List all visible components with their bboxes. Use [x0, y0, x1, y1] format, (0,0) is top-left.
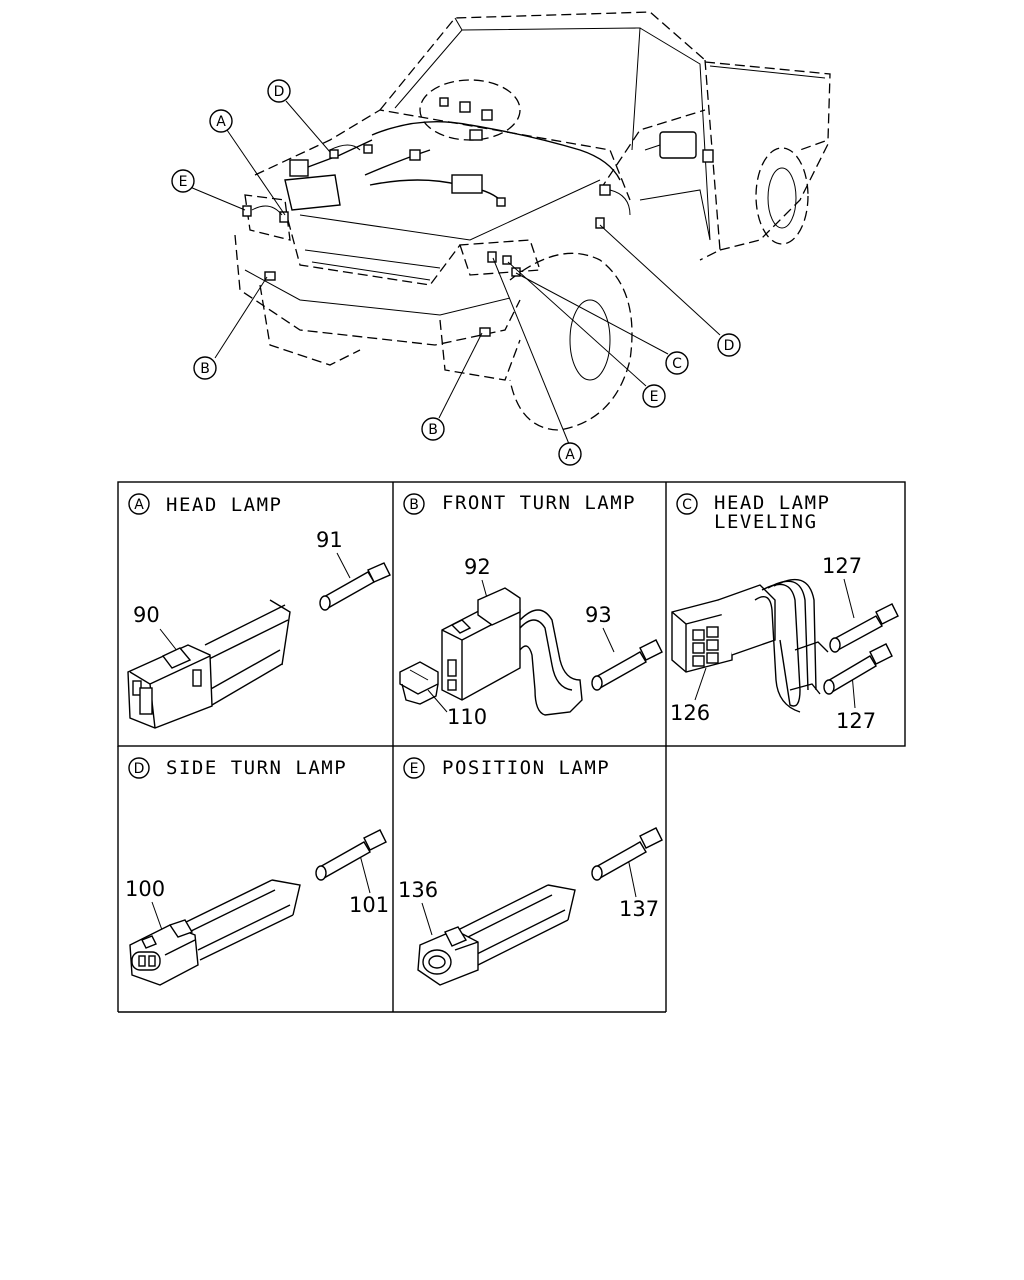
svg-text:B: B	[428, 422, 438, 438]
part-number-93: 93	[585, 603, 612, 627]
part-number-92: 92	[464, 555, 491, 579]
part-number-136: 136	[398, 878, 438, 902]
part-number-110: 110	[447, 705, 487, 729]
terminal-137	[591, 827, 663, 881]
terminal-91	[319, 562, 391, 611]
connector-92	[441, 587, 521, 701]
connector-136	[417, 926, 479, 986]
panel-title-line2: LEVELING	[714, 511, 818, 533]
svg-text:B: B	[409, 497, 419, 513]
terminal-127-top	[829, 603, 899, 653]
callout-bubble-a-top: A	[209, 109, 233, 133]
terminal-127-bottom	[823, 643, 893, 695]
part-number-126: 126	[670, 701, 710, 725]
svg-text:A: A	[216, 114, 226, 130]
svg-text:D: D	[274, 84, 285, 100]
panel-title: SIDE TURN LAMP	[166, 757, 347, 779]
svg-text:B: B	[200, 361, 210, 377]
part-number-127-bottom: 127	[836, 709, 876, 733]
part-number-100: 100	[125, 877, 165, 901]
part-number-91: 91	[316, 528, 343, 552]
callout-bubble-e-right: E	[642, 384, 666, 408]
panel-title: POSITION LAMP	[442, 757, 610, 779]
part-number-127-top: 127	[822, 554, 862, 578]
svg-text:A: A	[134, 497, 144, 513]
svg-text:A: A	[565, 447, 575, 463]
svg-text:E: E	[650, 389, 659, 405]
clip-110	[399, 661, 439, 705]
svg-text:D: D	[134, 761, 145, 777]
panel-position-lamp: E POSITION LAMP 136 137	[398, 757, 663, 986]
callout-bubble-b-center: B	[421, 417, 445, 441]
panel-grid	[117, 481, 906, 1013]
connector-126	[671, 584, 776, 673]
panel-title: HEAD LAMP	[166, 494, 282, 516]
callout-bubble-e-left: E	[171, 169, 195, 193]
panel-head-lamp-leveling: C HEAD LAMP LEVELING 127 126 127	[670, 492, 899, 733]
callout-bubble-d-right: D	[717, 333, 741, 357]
truck-illustration	[234, 11, 831, 431]
callout-bubble-a-bottom: A	[558, 442, 582, 466]
panel-side-turn-lamp: D SIDE TURN LAMP 100 101	[125, 757, 389, 986]
part-number-90: 90	[133, 603, 160, 627]
part-number-137: 137	[619, 897, 659, 921]
svg-text:C: C	[672, 356, 682, 372]
svg-text:D: D	[724, 338, 735, 354]
callout-bubble-b-left: B	[193, 356, 217, 380]
callout-bubble-c-right: C	[665, 351, 689, 375]
svg-text:C: C	[682, 497, 692, 513]
callout-leaders	[189, 100, 721, 445]
terminal-101	[315, 829, 387, 881]
panel-head-lamp: A HEAD LAMP 91 90	[127, 493, 391, 729]
connector-90	[127, 644, 213, 729]
svg-text:E: E	[179, 174, 188, 190]
svg-text:E: E	[410, 761, 419, 777]
panel-title: HEAD LAMP	[714, 492, 830, 514]
panel-title: FRONT TURN LAMP	[442, 492, 636, 514]
panel-front-turn-lamp: B FRONT TURN LAMP 92 93 110	[399, 492, 663, 729]
callout-bubble-d-top: D	[267, 79, 291, 103]
connector-100	[129, 919, 199, 986]
part-number-101: 101	[349, 893, 389, 917]
terminal-93	[591, 639, 663, 691]
